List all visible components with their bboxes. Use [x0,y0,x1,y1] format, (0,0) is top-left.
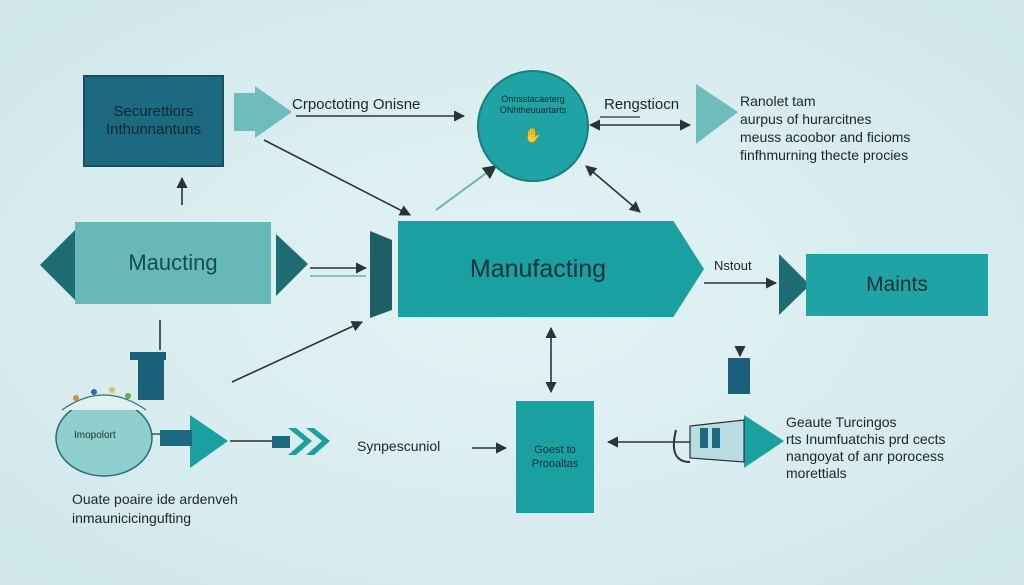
box-line-2: Inthunnantuns [105,121,202,138]
text-line: morettials [786,465,847,481]
chevron-arrow-icon [190,415,228,468]
chevron-arrow-icon [276,234,308,296]
bottom-center-node: Goest to Prooaltas [516,401,594,513]
hand-tool-icon: ✋ [524,126,542,143]
wrench-icon [160,430,290,448]
text-line: aurpus of hurarcitnes [740,111,872,127]
text-line: finfhmurning thecte procies [740,147,909,163]
synpescuniol-label: Synpescuniol [357,438,441,454]
text-line: inmaunicicingufting [72,510,192,526]
rengstiocn-label: Rengstiocn [604,96,680,113]
maucting-node: Maucting [75,222,271,304]
top-circle-node: Onnsstacaeterg ONhtheuuartarts ✋ [477,70,589,182]
circle-line-1: Onnsstacaeterg [501,93,565,104]
chevron-arrow-icon [40,230,75,300]
maints-label: Maints [866,273,928,296]
text-line: nangoyat of anr porocess [786,448,944,464]
double-chevron-icon [288,428,330,455]
funnel-icon [130,352,166,400]
chevron-arrow-icon [744,415,784,468]
manufacturing-label: Manufacting [469,254,607,283]
text-line: Ranolet tam [740,93,816,109]
nstout-label: Nstout [714,258,752,273]
flag-icon [728,358,750,394]
maucting-label: Maucting [128,250,218,275]
circle-line-2: ONhtheuuartarts [499,104,567,115]
crpoctoting-label: Crpoctoting Onisne [292,96,421,113]
manufacturing-node: Manufacting [398,221,704,317]
bottom-right-text-block: Geaute Turcingos rts Inumfuatchis prd ce… [786,414,946,482]
security-instructions-box: Securettiors Inthunnantuns [83,75,224,167]
chevron-arrow-icon [370,231,392,318]
text-line: rts Inumfuatchis prd cects [786,431,946,447]
chevron-arrow-icon [234,86,292,138]
gear-pot-icon [55,387,153,477]
chevron-arrow-icon [696,84,738,144]
bottom-box-line-1: Goest to [534,444,576,456]
chevron-arrow-icon [779,254,810,315]
box-line-1: Securettiors [113,103,194,120]
bottom-box-line-2: Prooaltas [531,458,579,470]
pot-label: Imopolort [74,430,116,441]
bottom-left-text-block: Ouate poaire ide ardenveh inmaunicicingu… [72,490,238,528]
text-line: Ouate poaire ide ardenveh [72,491,238,507]
hand-tool-icon [672,419,745,463]
text-line: meuss acoobor and ficioms [740,129,911,145]
text-line: Geaute Turcingos [786,414,897,430]
top-right-text-block: Ranolet tam aurpus of hurarcitnes meuss … [740,92,910,164]
maints-node: Maints [806,254,988,316]
